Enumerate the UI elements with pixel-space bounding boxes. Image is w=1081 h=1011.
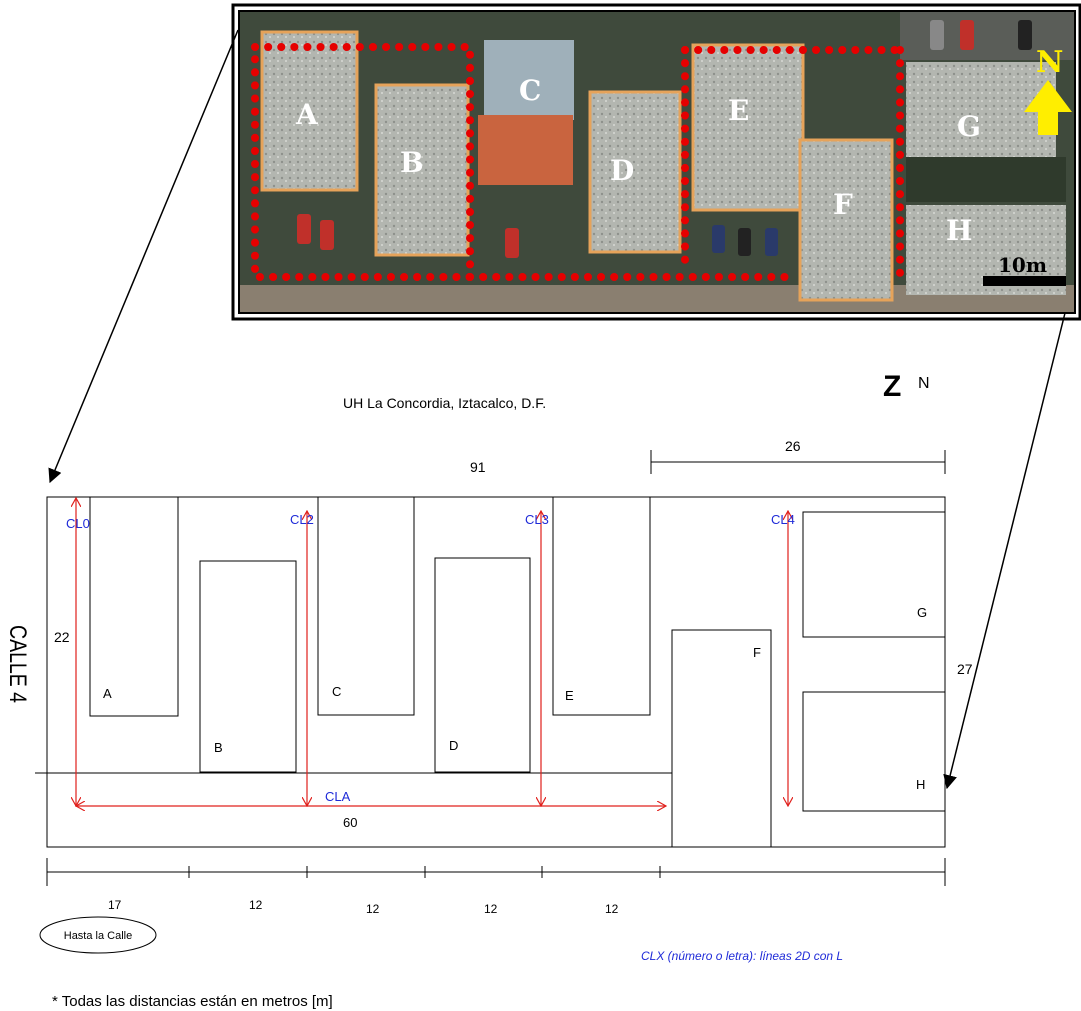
building-label-b: B xyxy=(214,740,223,755)
line-labels: CL0 CL2 CL3 CL4 CLA xyxy=(66,512,795,804)
street-ellipse xyxy=(39,916,157,954)
segment-label: 12 xyxy=(366,902,380,916)
dim-right-segment: 26 xyxy=(785,438,801,454)
photo-building-f xyxy=(798,138,894,302)
photo-buildings xyxy=(260,30,1066,302)
street-ellipse-label: Hasta la Calle xyxy=(64,930,132,942)
building-b xyxy=(199,560,297,773)
photo-parking-top xyxy=(900,12,1074,60)
building-h xyxy=(802,691,946,812)
bottom-segment-labels: 17 12 12 12 12 xyxy=(108,898,619,916)
building-c xyxy=(317,496,415,716)
label-cl0: CL0 xyxy=(66,516,90,531)
photo-labels: A B C D E F G H xyxy=(295,74,981,247)
north-arrow-icon xyxy=(1024,80,1072,135)
plan-buildings xyxy=(89,496,946,848)
building-label-f: F xyxy=(753,645,761,660)
building-label-h: H xyxy=(916,777,925,792)
photo-label-c: C xyxy=(519,74,541,107)
photo-scale-bar: 10m xyxy=(983,253,1066,286)
segment-label: 12 xyxy=(249,898,263,912)
plan-building-labels: A B C D E F G H xyxy=(103,605,927,792)
plan-title: UH La Concordia, Iztacalco, D.F. xyxy=(343,395,546,411)
photo-building-c-roof xyxy=(484,40,574,120)
photo-car xyxy=(297,214,311,244)
photo-car xyxy=(765,228,778,256)
building-d xyxy=(434,557,531,773)
photo-label-a: A xyxy=(295,98,319,131)
scale-bar-icon xyxy=(983,276,1066,286)
photo-north-arrow: N xyxy=(1024,45,1072,135)
photo-building-e xyxy=(691,43,805,212)
site-plan: UH La Concordia, Iztacalco, D.F. Z N 91 … xyxy=(4,370,973,1010)
dim-right-height: 27 xyxy=(957,661,973,677)
photo-car xyxy=(505,228,519,258)
building-label-c: C xyxy=(332,684,341,699)
photo-building-c-orange xyxy=(478,115,573,185)
label-cl2: CL2 xyxy=(290,512,314,527)
pointer-arrow-right xyxy=(943,312,1066,790)
dim-left-height: 22 xyxy=(54,629,70,645)
building-label-e: E xyxy=(565,688,574,703)
building-e xyxy=(552,496,651,716)
measurement-lines xyxy=(76,498,788,806)
photo-shadow-g xyxy=(906,157,1066,202)
segment-label: 12 xyxy=(605,902,619,916)
aerial-photo: A B C D E F G H N 10m xyxy=(231,3,1081,321)
photo-car xyxy=(712,225,725,253)
segment-label: 17 xyxy=(108,898,122,912)
photo-boundary-dots xyxy=(251,43,904,281)
photo-car xyxy=(930,20,944,50)
photo-building-a xyxy=(260,30,359,192)
building-a xyxy=(89,496,179,717)
photo-car xyxy=(1018,20,1032,50)
segment-label: 12 xyxy=(484,902,498,916)
label-cl4: CL4 xyxy=(771,512,795,527)
photo-label-e: E xyxy=(728,94,749,127)
photo-label-b: B xyxy=(400,146,424,179)
photo-label-h: H xyxy=(946,214,972,247)
building-label-g: G xyxy=(917,605,927,620)
building-label-a: A xyxy=(103,686,112,701)
bottom-dimension-line xyxy=(46,858,946,886)
photo-building-d xyxy=(588,90,682,254)
site-boundary xyxy=(46,496,946,848)
photo-building-b xyxy=(374,83,470,257)
building-f xyxy=(671,629,772,848)
north-symbol: Z xyxy=(883,370,901,403)
photo-label-d: D xyxy=(610,154,634,187)
photo-car xyxy=(320,220,334,250)
dim-total-length: 91 xyxy=(470,459,486,475)
pointer-arrow-left xyxy=(48,29,239,484)
north-label: N xyxy=(918,375,930,392)
legend-note: CLX (número o letra): líneas 2D con L xyxy=(641,949,843,963)
photo-scale-label: 10m xyxy=(998,253,1047,277)
label-cla: CLA xyxy=(325,789,351,804)
street-label: CALLE 4 xyxy=(4,625,31,703)
building-label-d: D xyxy=(449,738,458,753)
photo-car xyxy=(960,20,974,50)
photo-north-label: N xyxy=(1036,45,1063,80)
label-cl3: CL3 xyxy=(525,512,549,527)
footnote: * Todas las distancias están en metros [… xyxy=(52,993,333,1010)
photo-cars xyxy=(297,20,1032,258)
building-g xyxy=(802,511,946,638)
photo-label-g: G xyxy=(957,110,981,143)
dim-cla-length: 60 xyxy=(343,815,357,830)
photo-label-f: F xyxy=(833,188,853,221)
photo-car xyxy=(738,228,751,256)
photo-boundary-left xyxy=(251,43,474,281)
